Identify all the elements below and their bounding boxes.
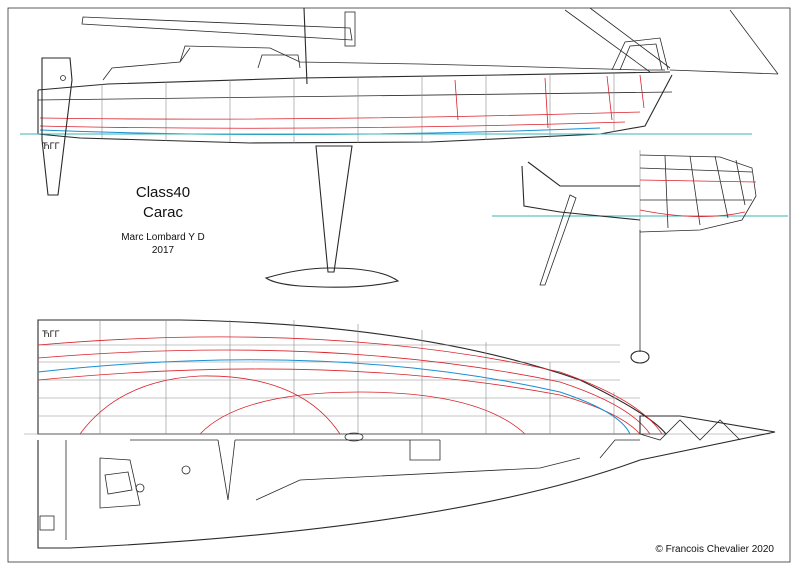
year-label: 2017	[152, 245, 175, 256]
svg-text:ЋΓΓ: ЋΓΓ	[42, 141, 60, 151]
profile-view: ЋΓΓ	[20, 7, 779, 288]
class-label: Class40	[136, 184, 190, 201]
designer-label: Marc Lombard Y D	[121, 232, 205, 243]
body-plan-view	[492, 150, 788, 364]
boat-name: Carac	[143, 204, 184, 221]
copyright-label: © Francois Chevalier 2020	[655, 544, 774, 555]
svg-text:ЋΓΓ: ЋΓΓ	[42, 329, 60, 339]
sheet-border	[7, 7, 791, 563]
plan-view: ЋΓΓ	[24, 319, 776, 549]
